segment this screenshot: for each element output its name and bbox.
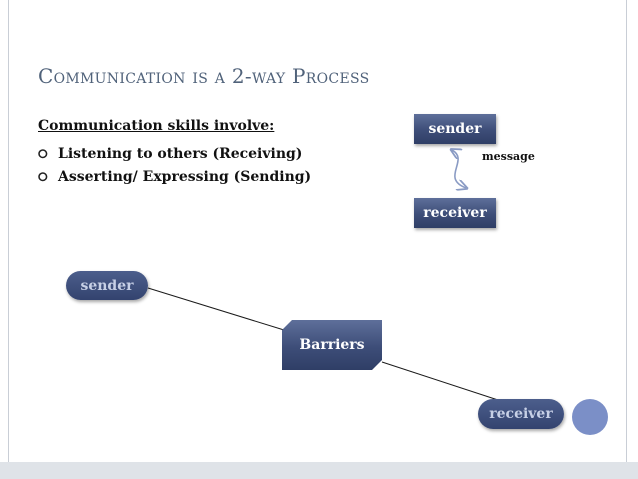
ring-bullet-icon: ⭘ [38,170,48,184]
decorative-circle [572,399,608,435]
slide-border-right [626,0,627,479]
bullet-text: Asserting/ Expressing (Sending) [58,169,312,185]
top-receiver-box: receiver [414,198,496,228]
connector-barriers-receiver [381,361,499,401]
bullet-text: Listening to others (Receiving) [58,146,303,162]
connector-sender-barriers [147,287,285,331]
bottom-receiver-pill: receiver [478,399,564,429]
barriers-box: Barriers [282,320,382,370]
bullet-item-listening: ⭘ Listening to others (Receiving) [38,146,311,169]
bullet-item-asserting: ⭘ Asserting/ Expressing (Sending) [38,169,311,192]
slide-title-text: COMMUNICATION IS A 2-WAY PROCESS [38,64,370,88]
double-headed-curved-arrow-icon [452,150,466,188]
subheading: Communication skills involve: [38,118,275,134]
message-label: message [482,150,535,163]
top-sender-box: sender [414,114,496,144]
slide-border-left [8,0,9,479]
ring-bullet-icon: ⭘ [38,147,48,161]
slide-title: COMMUNICATION IS A 2-WAY PROCESS [38,64,370,88]
bullet-list: ⭘ Listening to others (Receiving) ⭘ Asse… [38,146,311,192]
slide-bottom-band [0,462,638,479]
bottom-sender-pill: sender [66,271,148,300]
